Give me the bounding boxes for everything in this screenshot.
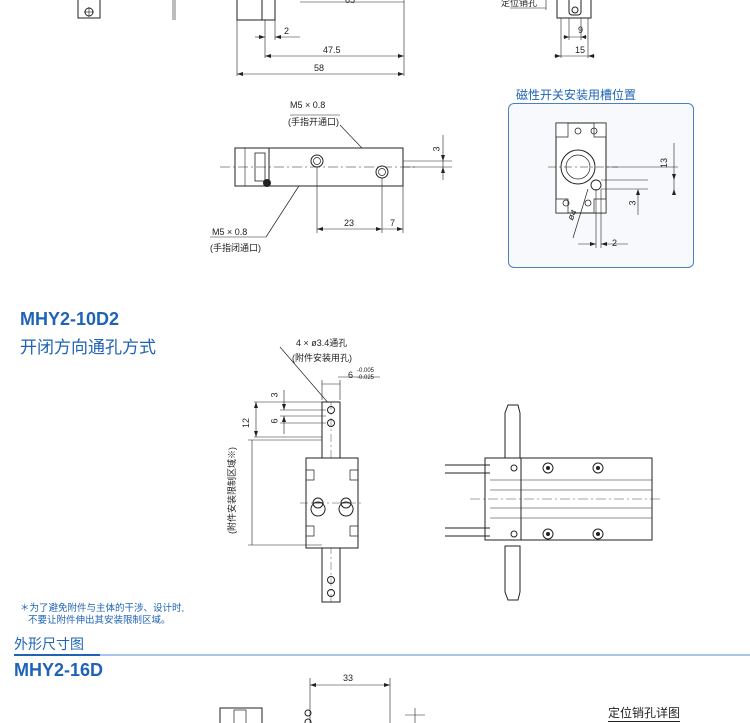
through-hole-side-drawing — [445, 404, 660, 601]
dim-23: 23 — [344, 218, 355, 228]
model-title-16d: MHY2-16D — [14, 660, 104, 680]
dim-9: 9 — [578, 25, 584, 35]
dim-2: 2 — [284, 26, 290, 36]
switch-groove-drawing — [548, 122, 678, 248]
switch-groove-slot — [590, 179, 602, 191]
dim-3-d2: 3 — [269, 392, 280, 398]
dim-15: 15 — [575, 45, 586, 55]
dim-7: 7 — [390, 218, 396, 228]
dim-33: 33 — [343, 673, 354, 683]
port-view-drawing — [210, 114, 452, 238]
pin-detail-top-drawing — [510, 0, 595, 58]
dim-2-groove: 2 — [612, 238, 618, 248]
dim-58: 58 — [314, 63, 325, 73]
outline-heading: 外形尺寸图 — [14, 636, 84, 652]
hole-note: 4 × ø3.4通孔 — [296, 338, 348, 348]
dim-13: 13 — [659, 157, 670, 169]
heading-rule-accent — [14, 654, 100, 656]
top-view-drawing — [77, 0, 405, 76]
pin-hole-label-top: 定位销孔 — [501, 0, 538, 8]
dim-65: 65 — [345, 0, 356, 5]
close-port-hole — [375, 165, 389, 179]
outline-16d-drawing — [219, 678, 425, 723]
open-port-label: (手指开通口) — [288, 117, 339, 127]
open-port-size: M5 × 0.8 — [290, 100, 326, 110]
pin-marker — [263, 179, 271, 187]
tol-lower: -0.025 — [357, 375, 375, 381]
subtitle-10d2: 开闭方向通孔方式 — [20, 338, 156, 357]
through-hole-front-drawing — [248, 346, 380, 603]
limit-area-label: (附件安装限制区域※) — [227, 447, 237, 534]
dim-6-d2: 6 — [269, 418, 280, 424]
tol-value: 6 — [348, 370, 354, 380]
model-title-10d2: MHY2-10D2 — [20, 309, 120, 329]
open-port-hole — [310, 154, 324, 168]
top-view-body — [236, 0, 276, 21]
note-line-1: ＊为了避免附件与主体的干涉、设计时, — [20, 603, 185, 614]
close-port-label: (手指闭通口) — [210, 243, 261, 253]
dim-3-port: 3 — [431, 146, 442, 152]
dim-3-groove: 3 — [627, 200, 638, 206]
hole-note-2: (附件安装用孔) — [292, 353, 352, 363]
close-port-size: M5 × 0.8 — [212, 227, 248, 237]
dim-12-d2: 12 — [241, 417, 252, 429]
note-line-2: 不要让附件伸出其安装限制区域。 — [28, 615, 171, 626]
dim-47-5: 47.5 — [323, 45, 341, 55]
switch-groove-title: 磁性开关安装用槽位置 — [516, 88, 637, 102]
pin-detail-title: 定位销孔详图 — [608, 706, 681, 722]
tol-upper: -0.005 — [357, 368, 375, 374]
heading-rule — [14, 654, 750, 656]
